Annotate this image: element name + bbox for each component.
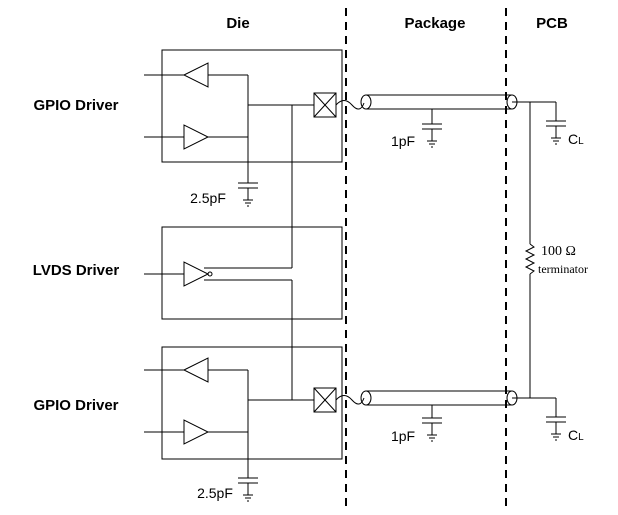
gpio-top-output-buffer [183,124,210,150]
lvds-output-buffer [183,261,210,287]
gpio-driver-bottom-block [144,346,343,502]
terminator-value: 100 Ω [541,244,576,259]
lvds-driver-block [144,226,343,400]
terminator-label: terminator [538,262,588,276]
gpio-driver-top-label: GPIO Driver [33,97,118,114]
package-cap-top-label: 1pF [391,133,415,149]
gpio-driver-top-block [144,49,343,268]
pcb-cap-bottom-label: CL [568,427,584,443]
package-trace-top [335,94,530,148]
pcb-network [524,101,566,441]
package-header: Package [405,15,466,32]
gpio-top-input-buffer [182,62,209,88]
gpio-bottom-output-buffer [183,419,210,445]
package-trace-bottom [335,390,530,442]
pcb-cap-top-label: CL [568,131,584,147]
lvds-driver-label: LVDS Driver [33,262,120,279]
die-cap-top-label: 2.5pF [190,190,226,206]
lvds-box [161,226,343,320]
die-cap-bottom-label: 2.5pF [197,485,233,501]
package-cap-bottom-label: 1pF [391,428,415,444]
pcb-header: PCB [536,15,568,32]
gpio-bottom-input-buffer [182,357,209,383]
gpio-bottom-box [161,346,343,460]
gpio-driver-bottom-label: GPIO Driver [33,397,118,414]
gpio-top-box [161,49,343,163]
die-header: Die [226,15,249,32]
terminator-resistor [524,243,536,275]
